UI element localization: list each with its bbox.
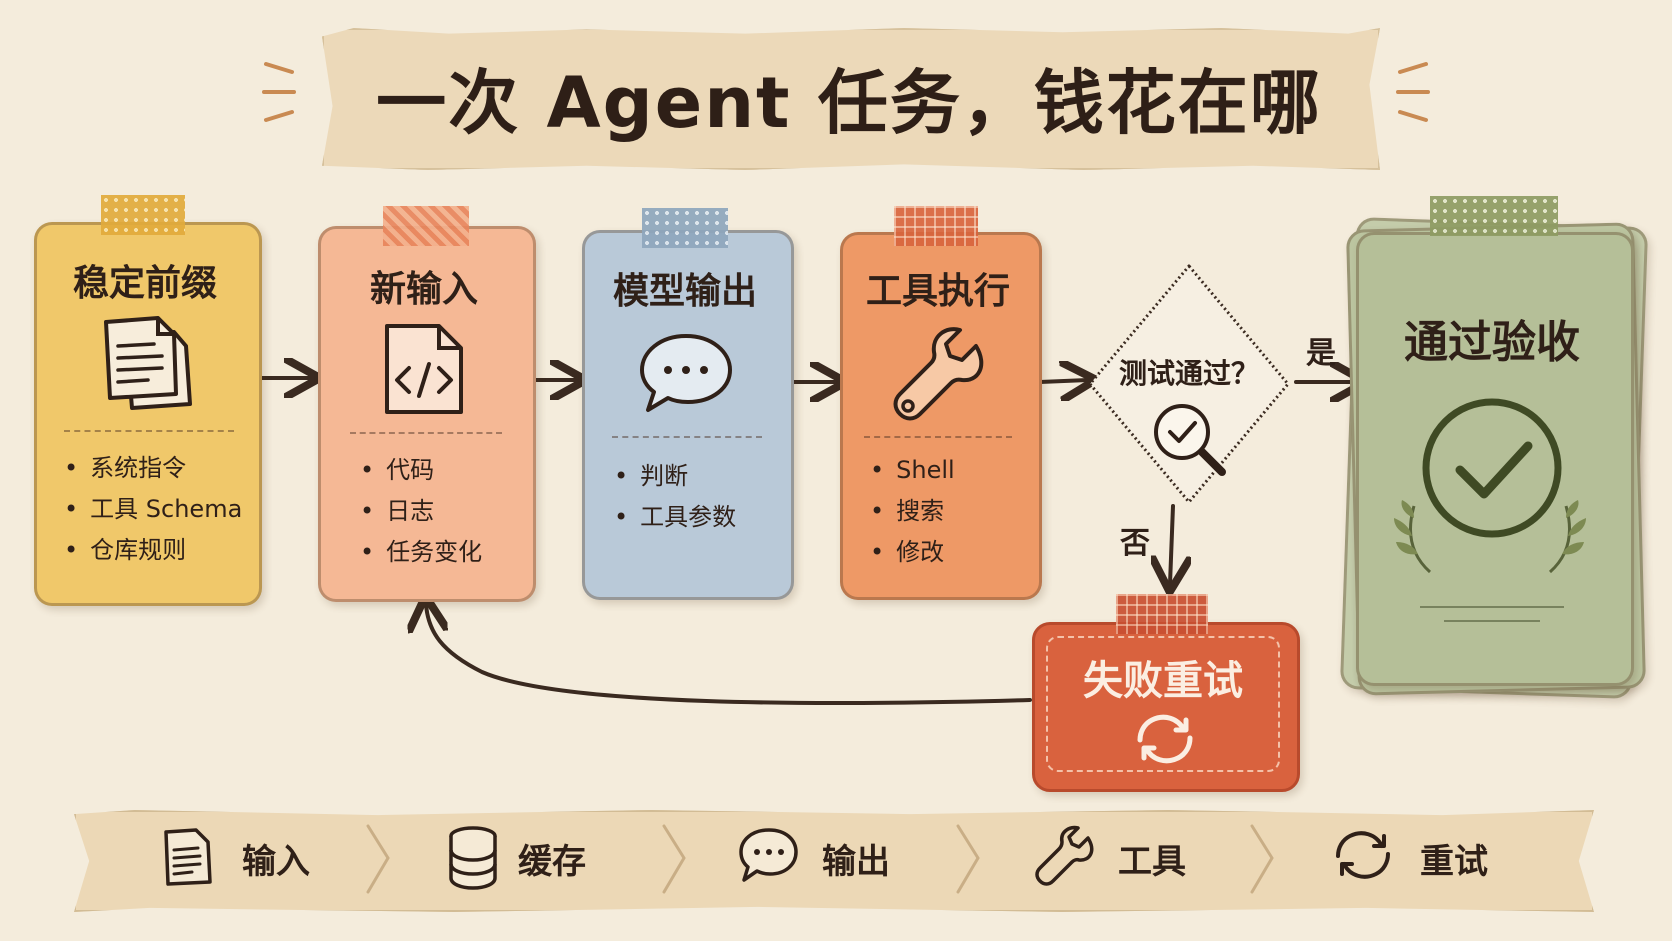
decision-diamond (1088, 264, 1290, 504)
success-card (1356, 232, 1634, 686)
card-output-divider (612, 436, 762, 438)
list-item: 任务变化 (360, 532, 482, 573)
legend-database-icon (449, 826, 497, 890)
arrow-tools-to-decision (1038, 380, 1088, 382)
laurel-right-icon (1548, 500, 1586, 574)
list-item: 工具 Schema (64, 489, 242, 530)
page-title: 一次 Agent 任务，钱花在哪 (376, 61, 1322, 144)
tape-tools (894, 206, 978, 246)
list-item: 搜索 (870, 491, 955, 532)
card-model-output (582, 230, 794, 600)
card-tools-list: Shell 搜索 修改 (870, 450, 955, 573)
card-output-list: 判断 工具参数 (614, 456, 736, 538)
tape-input (383, 206, 469, 246)
tape-prefix (101, 195, 185, 235)
legend-label-cache: 缓存 (518, 842, 586, 882)
legend-label-tools: 工具 (1118, 842, 1186, 882)
arrow-retry-to-input (426, 604, 1032, 706)
success-title: 通过验收 (1404, 317, 1580, 368)
laurel-left-icon (1394, 500, 1432, 574)
legend-label-output: 输出 (822, 842, 890, 882)
tape-retry (1116, 594, 1208, 634)
legend-label-retry: 重试 (1420, 842, 1488, 882)
list-item: 系统指令 (64, 448, 242, 489)
card-output-title: 模型输出 (612, 271, 757, 312)
success-line (1420, 606, 1564, 608)
legend-band (74, 810, 1594, 912)
list-item: Shell (870, 450, 955, 491)
card-prefix-divider (64, 430, 234, 432)
title-spark-right-icon (1396, 62, 1430, 122)
card-input-divider (350, 432, 502, 434)
list-item: 代码 (360, 450, 482, 491)
card-input-list: 代码 日志 任务变化 (360, 450, 482, 573)
decision-label: 测试通过？ (1118, 357, 1259, 390)
document-icon (104, 316, 192, 410)
card-tools-title: 工具执行 (865, 271, 1010, 312)
title-spark-left-icon (262, 62, 296, 122)
legend-wrench-icon (1035, 825, 1094, 886)
list-item: 工具参数 (614, 497, 736, 538)
decision-no-label: 否 (1120, 526, 1150, 561)
list-item: 仓库规则 (64, 530, 242, 571)
list-item: 判断 (614, 456, 736, 497)
decision-yes-label: 是 (1306, 336, 1336, 371)
list-item: 修改 (870, 532, 955, 573)
list-item: 日志 (360, 491, 482, 532)
wrench-icon (893, 327, 984, 421)
card-input-title: 新输入 (369, 269, 478, 310)
card-prefix-list: 系统指令 工具 Schema 仓库规则 (64, 448, 242, 571)
code-file-icon (385, 324, 463, 414)
retry-card-stitch (1046, 636, 1280, 772)
legend-label-input: 输入 (242, 842, 310, 882)
retry-title: 失败重试 (1083, 658, 1243, 704)
success-line (1444, 620, 1540, 622)
card-tools-divider (864, 436, 1012, 438)
tape-success (1430, 196, 1558, 236)
magnifier-check-icon (1154, 404, 1226, 476)
legend-document-icon (164, 828, 212, 886)
chat-bubble-icon (640, 334, 732, 412)
legend-chat-bubble-icon (739, 828, 798, 882)
legend-refresh-icon (1336, 831, 1390, 879)
refresh-icon (1137, 714, 1193, 764)
arrow-decision-to-retry (1170, 504, 1173, 584)
check-circle-icon (1422, 398, 1562, 538)
tape-output (642, 208, 728, 248)
card-prefix-title: 稳定前缀 (72, 263, 217, 304)
